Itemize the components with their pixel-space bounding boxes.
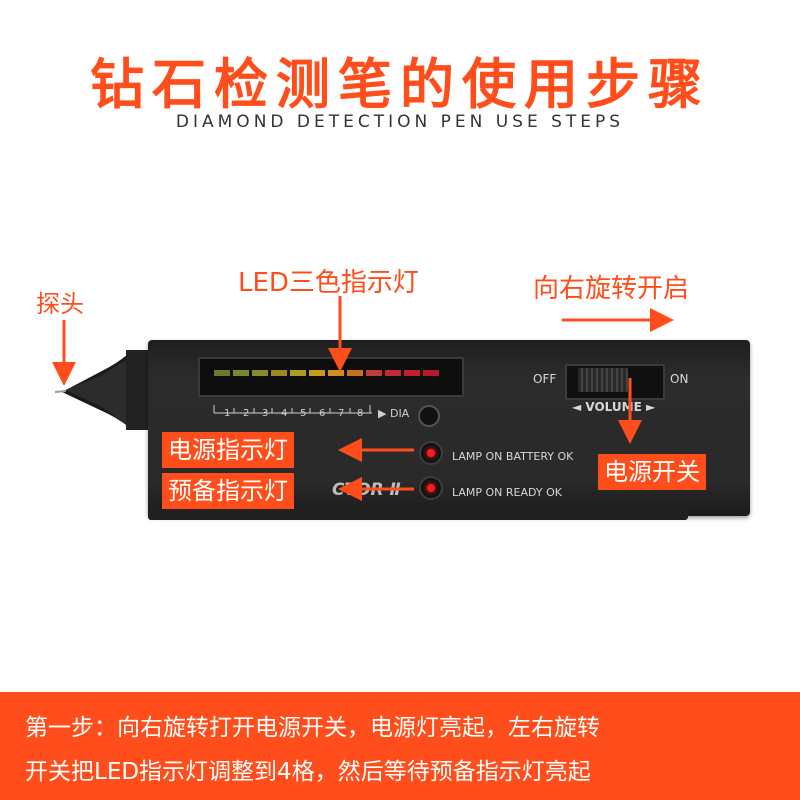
led-segment	[214, 370, 230, 376]
dia-label: ▶ DIA	[378, 407, 410, 420]
led-segment	[404, 370, 420, 376]
page-title: 钻石检测笔的使用步骤	[90, 53, 710, 116]
lamp-battery-text: LAMP ON BATTERY OK	[452, 450, 574, 463]
led-segment	[271, 370, 287, 376]
led-segment	[347, 370, 363, 376]
calibration-knob[interactable]	[418, 405, 440, 427]
lamp-ready-text: LAMP ON READY OK	[452, 486, 562, 499]
rotate-label: 向右旋转开启	[533, 274, 690, 304]
scale-number: 2	[243, 408, 250, 419]
scale-number: 8	[357, 408, 364, 419]
led-segment	[385, 370, 401, 376]
off-label: OFF	[533, 372, 557, 386]
led-segment	[252, 370, 268, 376]
scale-number: 1	[224, 408, 231, 419]
led-segment	[328, 370, 344, 376]
instruction-line-2: 开关把LED指示灯调整到4格，然后等待预备指示灯亮起	[25, 759, 591, 785]
detector-base	[148, 508, 688, 520]
scale-number: 4	[281, 408, 288, 419]
power-indicator-tag: 电源指示灯	[162, 432, 294, 468]
volume-switch[interactable]	[578, 368, 628, 392]
scale-number: 3	[262, 408, 269, 419]
dia-text: DIA	[389, 407, 410, 420]
led-label: LED三色指示灯	[238, 268, 419, 298]
led-segment	[290, 370, 306, 376]
led-segment	[366, 370, 382, 376]
ready-indicator-tag: 预备指示灯	[162, 473, 294, 509]
scale-number: 5	[300, 408, 307, 419]
scale-number: 7	[338, 408, 345, 419]
instruction-line-1: 第一步：向右旋转打开电源开关，电源灯亮起，左右旋转	[25, 715, 600, 741]
volume-label: ◄ VOLUME ►	[572, 400, 656, 414]
battery-led	[427, 449, 435, 457]
led-segment	[309, 370, 325, 376]
led-segment	[233, 370, 249, 376]
page-subtitle: DIAMOND DETECTION PEN USE STEPS	[175, 112, 625, 132]
ready-led	[427, 484, 435, 492]
led-segment	[423, 370, 439, 376]
scale-number: 6	[319, 408, 326, 419]
probe-label: 探头	[36, 290, 84, 318]
on-label: ON	[670, 372, 689, 386]
power-switch-tag: 电源开关	[598, 454, 706, 490]
instruction-band	[0, 692, 800, 800]
